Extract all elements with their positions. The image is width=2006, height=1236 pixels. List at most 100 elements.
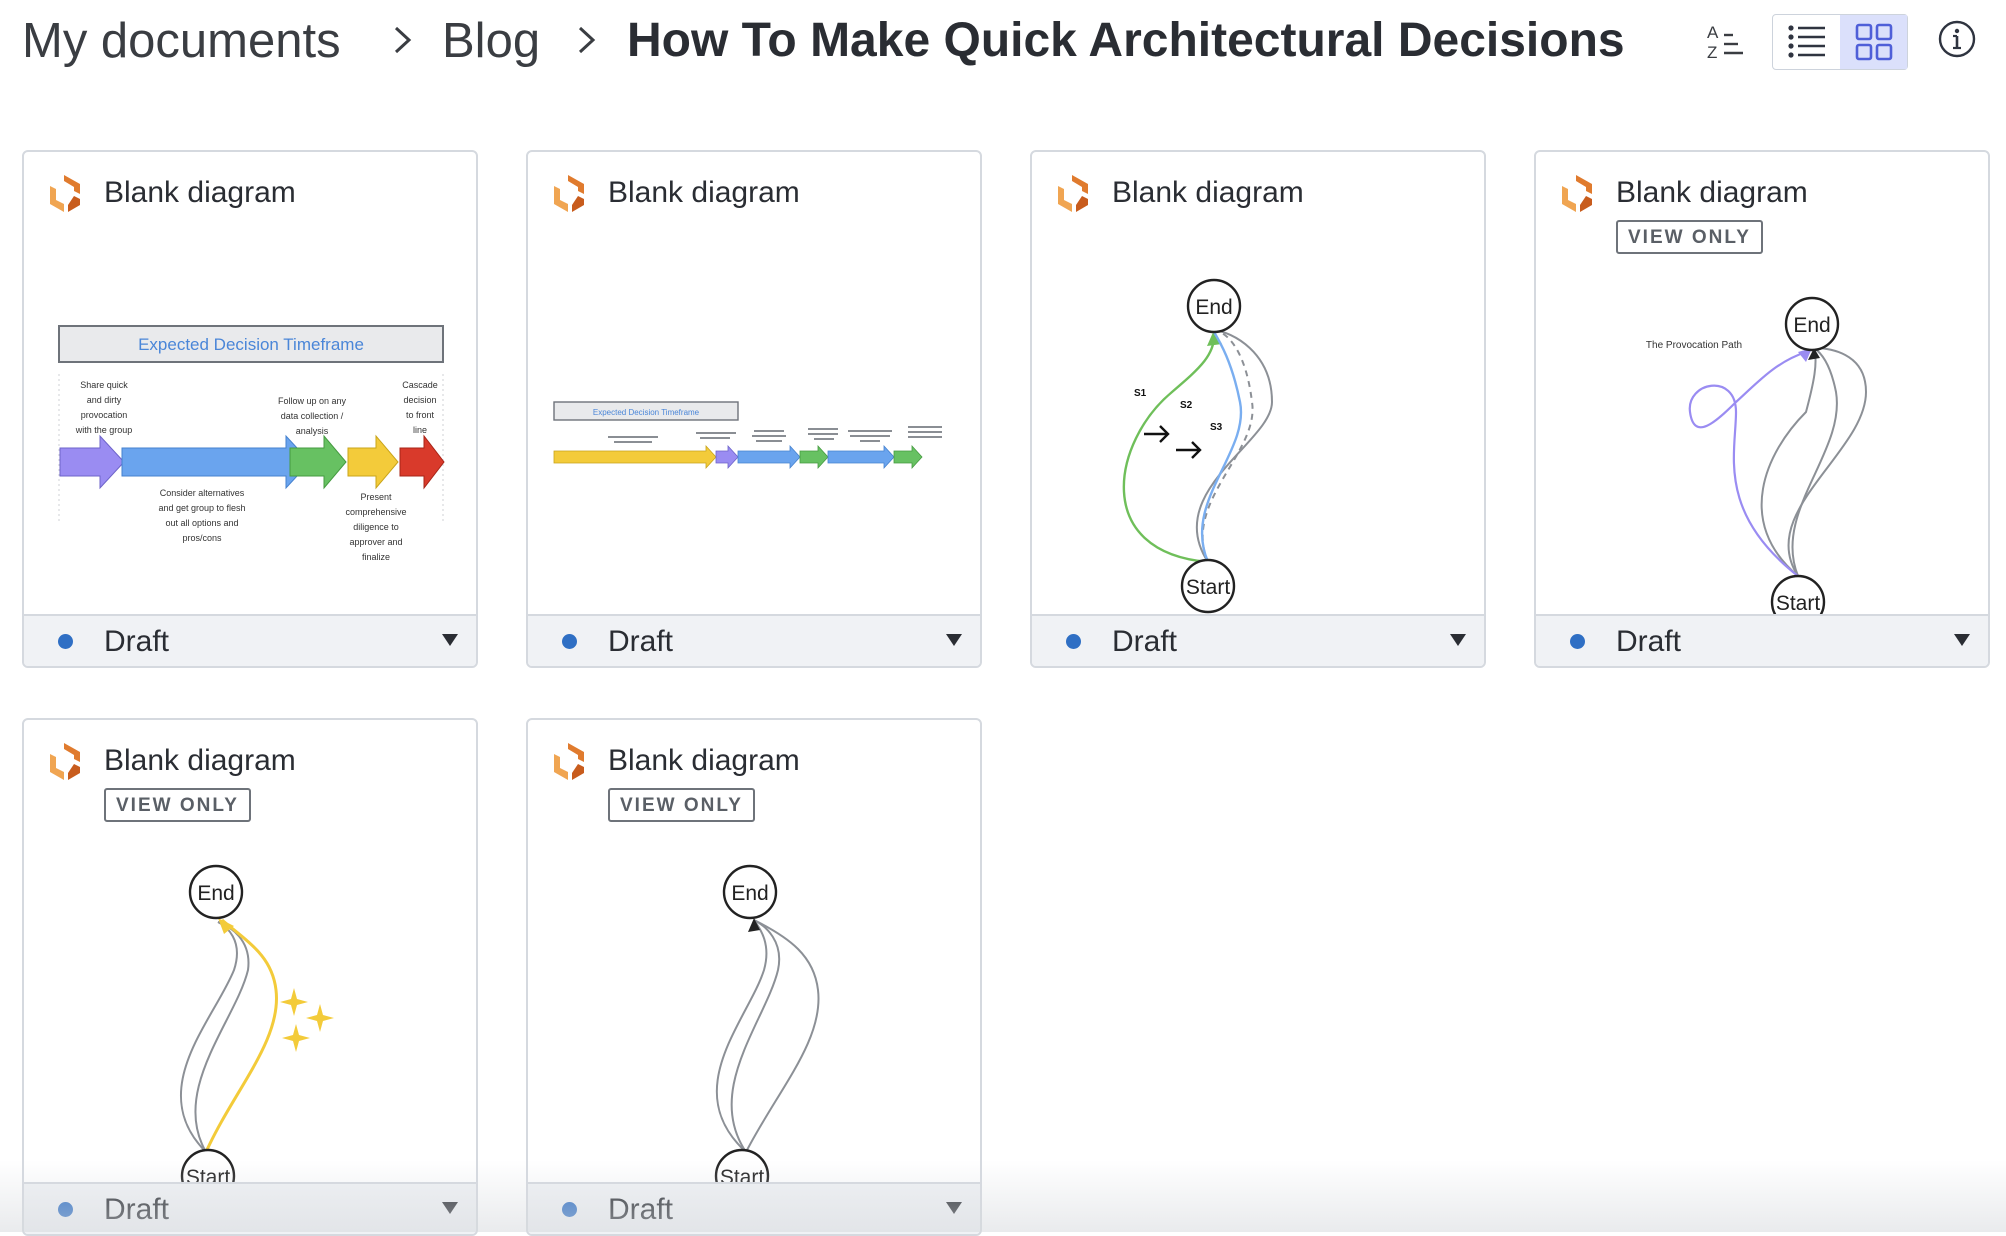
card-title[interactable]: Blank diagram xyxy=(1616,176,1808,209)
end-node-label: End xyxy=(1793,314,1830,337)
start-node-label: Start xyxy=(1776,592,1821,614)
svg-text:analysis: analysis xyxy=(296,426,329,436)
svg-text:Follow up on any: Follow up on any xyxy=(278,396,347,406)
status-dot-icon xyxy=(1570,634,1585,649)
svg-text:A: A xyxy=(1707,23,1719,42)
svg-text:with the group: with the group xyxy=(75,425,133,435)
chevron-right-icon xyxy=(394,26,412,54)
svg-text:and get group to flesh: and get group to flesh xyxy=(158,503,245,513)
page-title: How To Make Quick Architectural Decision… xyxy=(627,14,1625,67)
list-view-icon xyxy=(1787,25,1825,58)
svg-text:out all options and: out all options and xyxy=(165,518,238,528)
lucidchart-logo-icon xyxy=(1058,175,1088,212)
svg-text:comprehensive: comprehensive xyxy=(345,507,406,517)
svg-text:Z: Z xyxy=(1707,43,1717,62)
timeframe-title-small: Expected Decision Timeframe xyxy=(593,408,700,417)
sort-alpha-icon: A Z xyxy=(1707,23,1743,62)
grid-view-button[interactable] xyxy=(1840,15,1907,69)
view-only-badge: VIEW ONLY xyxy=(608,788,755,822)
diagram-thumbnail: The Provocation Path End Start xyxy=(1646,296,1868,614)
svg-text:diligence to: diligence to xyxy=(353,522,399,532)
svg-text:pros/cons: pros/cons xyxy=(182,533,222,543)
provocation-label: The Provocation Path xyxy=(1646,340,1742,351)
svg-text:to front: to front xyxy=(406,410,435,420)
card-title[interactable]: Blank diagram xyxy=(608,176,800,209)
view-only-badge: VIEW ONLY xyxy=(1616,220,1763,254)
caret-down-icon[interactable] xyxy=(1450,634,1466,646)
card-title[interactable]: Blank diagram xyxy=(1112,176,1304,209)
path-label: S3 xyxy=(1210,422,1223,433)
card-title[interactable]: Blank diagram xyxy=(104,744,296,777)
status-dot-icon xyxy=(58,1202,73,1217)
svg-text:finalize: finalize xyxy=(362,552,390,562)
status-bar[interactable]: Draft xyxy=(24,1182,476,1234)
step-label: Share quick xyxy=(80,380,128,390)
svg-text:Cascade: Cascade xyxy=(402,380,438,390)
svg-text:provocation: provocation xyxy=(81,410,128,420)
diagram-thumbnail: Expected Decision Timeframe xyxy=(553,401,942,470)
status-dot-icon xyxy=(562,634,577,649)
status-label: Draft xyxy=(608,625,674,658)
lucidchart-logo-icon xyxy=(1562,175,1592,212)
view-toggle xyxy=(1772,14,1908,70)
caret-down-icon[interactable] xyxy=(442,1202,458,1214)
path-label: S2 xyxy=(1180,400,1193,411)
diagram-thumbnail: S1 S2 S3 End Start xyxy=(1122,278,1274,614)
start-node-label: Start xyxy=(720,1166,765,1182)
document-card[interactable]: End Start Blank diagram VIEW ONLY Draft xyxy=(22,718,478,1236)
chevron-right-icon xyxy=(578,26,596,54)
end-node-label: End xyxy=(197,882,234,905)
timeframe-title: Expected Decision Timeframe xyxy=(138,335,364,354)
status-label: Draft xyxy=(1616,625,1682,658)
status-bar[interactable]: Draft xyxy=(528,614,980,666)
status-label: Draft xyxy=(608,1193,674,1226)
status-dot-icon xyxy=(562,1202,577,1217)
caret-down-icon[interactable] xyxy=(442,634,458,646)
document-card[interactable]: End Start Blank diagram VIEW ONLY Draft xyxy=(526,718,982,1236)
diagram-thumbnail: Expected Decision Timeframe Share quick … xyxy=(58,325,445,562)
end-node-label: End xyxy=(1195,296,1232,319)
status-bar[interactable]: Draft xyxy=(24,614,476,666)
status-bar[interactable]: Draft xyxy=(528,1182,980,1234)
lucidchart-logo-icon xyxy=(50,175,80,212)
svg-text:data collection /: data collection / xyxy=(281,411,344,421)
lucidchart-logo-icon xyxy=(50,743,80,780)
status-label: Draft xyxy=(104,1193,170,1226)
status-bar[interactable]: Draft xyxy=(1536,614,1988,666)
document-card[interactable]: S1 S2 S3 End Start Blank diagram Draft xyxy=(1030,150,1486,668)
grid-view-icon xyxy=(1855,23,1892,61)
info-button[interactable] xyxy=(1932,14,1982,64)
status-dot-icon xyxy=(1066,634,1081,649)
path-label: S1 xyxy=(1134,388,1147,399)
list-view-button[interactable] xyxy=(1773,15,1840,69)
lucidchart-logo-icon xyxy=(554,743,584,780)
caret-down-icon[interactable] xyxy=(946,1202,962,1214)
svg-text:decision: decision xyxy=(403,395,436,405)
svg-text:Consider alternatives: Consider alternatives xyxy=(160,488,245,498)
document-card[interactable]: Expected Decision Timeframe Blank diagra… xyxy=(526,150,982,668)
start-node-label: Start xyxy=(1186,576,1231,599)
svg-text:and dirty: and dirty xyxy=(87,395,122,405)
start-node-label: Start xyxy=(186,1166,231,1182)
lucidchart-logo-icon xyxy=(554,175,584,212)
card-title[interactable]: Blank diagram xyxy=(608,744,800,777)
top-bar: My documents Blog How To Make Quick Arch… xyxy=(0,0,2006,90)
status-label: Draft xyxy=(104,625,170,658)
svg-text:line: line xyxy=(413,425,427,435)
info-icon xyxy=(1938,20,1976,58)
status-bar[interactable]: Draft xyxy=(1032,614,1484,666)
svg-text:Present: Present xyxy=(360,492,392,502)
card-title[interactable]: Blank diagram xyxy=(104,176,296,209)
svg-text:approver and: approver and xyxy=(349,537,402,547)
document-card[interactable]: Expected Decision Timeframe Share quick … xyxy=(22,150,478,668)
caret-down-icon[interactable] xyxy=(1954,634,1970,646)
breadcrumb-my-documents[interactable]: My documents xyxy=(22,14,341,68)
document-card[interactable]: The Provocation Path End Start Blank dia… xyxy=(1534,150,1990,668)
view-only-badge: VIEW ONLY xyxy=(104,788,251,822)
breadcrumb-blog[interactable]: Blog xyxy=(442,14,541,68)
status-dot-icon xyxy=(58,634,73,649)
sort-button[interactable]: A Z xyxy=(1700,16,1750,66)
caret-down-icon[interactable] xyxy=(946,634,962,646)
end-node-label: End xyxy=(731,882,768,905)
status-label: Draft xyxy=(1112,625,1178,658)
